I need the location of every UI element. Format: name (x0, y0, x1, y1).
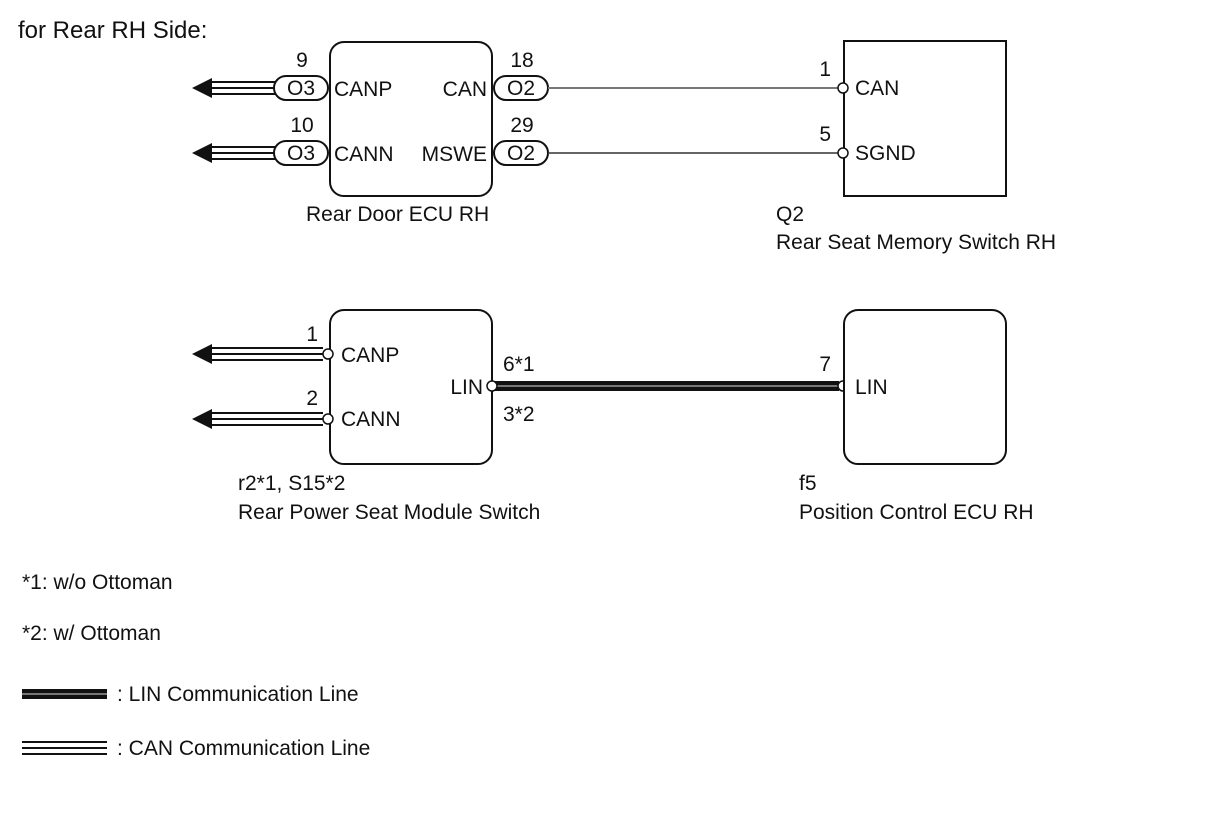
connector-o2-can-label: O2 (507, 77, 535, 100)
connector-o3-cann (273, 140, 329, 166)
note-2: *2: w/ Ottoman (22, 622, 161, 645)
signal-seat-lin: LIN (450, 376, 483, 399)
connector-o3-canp (273, 75, 329, 101)
terminal-seat-lin (486, 380, 498, 392)
terminal-sgnd (837, 147, 849, 159)
pin-6-seat: 6*1 (503, 353, 535, 376)
connector-o3-cann-label: O3 (287, 142, 315, 165)
signal-mswe: MSWE (422, 143, 487, 166)
pin-1-memory: 1 (819, 58, 831, 81)
pin-9: 9 (296, 49, 308, 72)
pin-3-seat: 3*2 (503, 403, 535, 426)
rear-door-ecu-name: Rear Door ECU RH (306, 203, 489, 226)
can-arrow-canp-bottom (192, 344, 323, 364)
connector-o3-canp-label: O3 (287, 77, 315, 100)
legend-lin-label: : LIN Communication Line (117, 683, 359, 706)
rear-door-ecu-box (329, 41, 493, 197)
legend-can-label: : CAN Communication Line (117, 737, 370, 760)
can-arrow-canp-top (192, 78, 276, 98)
pin-29: 29 (510, 114, 533, 137)
note-1: *1: w/o Ottoman (22, 571, 173, 594)
position-ecu-box (843, 309, 1007, 465)
signal-canp: CANP (334, 78, 392, 101)
signal-position-lin: LIN (855, 376, 888, 399)
pin-10: 10 (290, 114, 313, 137)
diagram-title: for Rear RH Side: (18, 17, 207, 44)
power-seat-name: Rear Power Seat Module Switch (238, 501, 540, 524)
memory-switch-box (843, 40, 1007, 197)
position-ecu-name: Position Control ECU RH (799, 501, 1034, 524)
terminal-seat-cann (322, 413, 334, 425)
pin-5-memory: 5 (819, 123, 831, 146)
terminal-seat-canp (322, 348, 334, 360)
pin-18: 18 (510, 49, 533, 72)
pin-1-seat: 1 (306, 323, 318, 346)
memory-switch-code: Q2 (776, 203, 804, 226)
pin-7-position: 7 (819, 353, 831, 376)
memory-switch-name: Rear Seat Memory Switch RH (776, 231, 1056, 254)
signal-can: CAN (443, 78, 487, 101)
can-arrow-cann-top (192, 143, 276, 163)
power-seat-code: r2*1, S15*2 (238, 472, 345, 495)
legend-can-swatch (22, 741, 107, 755)
signal-seat-cann: CANN (341, 408, 401, 431)
signal-memory-sgnd: SGND (855, 142, 916, 165)
signal-memory-can: CAN (855, 77, 899, 100)
pin-2-seat: 2 (306, 387, 318, 410)
signal-seat-canp: CANP (341, 344, 399, 367)
can-arrow-cann-bottom (192, 409, 323, 429)
position-ecu-code: f5 (799, 472, 817, 495)
connector-o2-mswe-label: O2 (507, 142, 535, 165)
signal-cann: CANN (334, 143, 394, 166)
terminal-can (837, 82, 849, 94)
